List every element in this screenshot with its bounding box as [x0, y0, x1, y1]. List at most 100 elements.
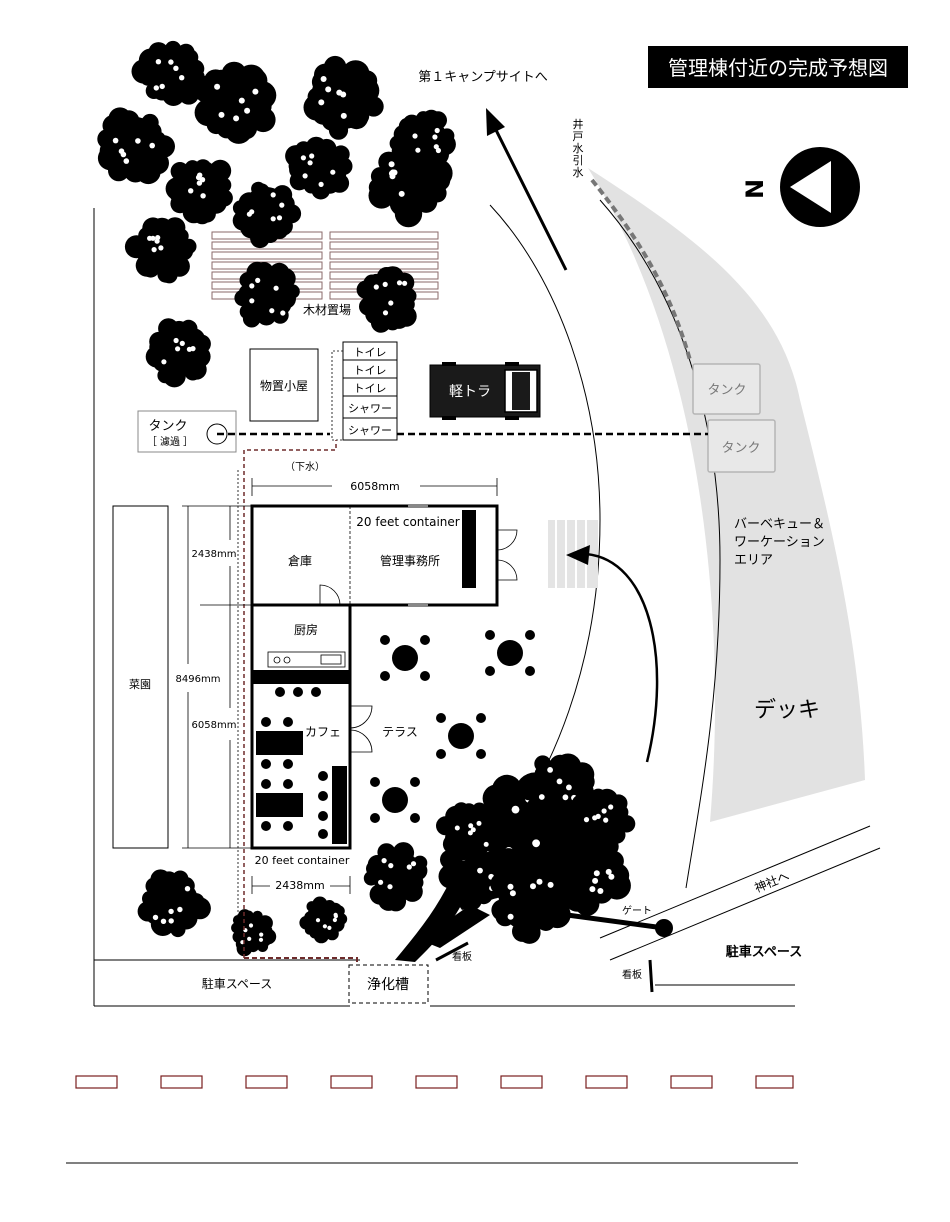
camp-site-label: 第１キャンプサイトへ — [418, 70, 548, 85]
entrance-arrow-icon — [566, 545, 590, 565]
sewage-label: （下水） — [285, 461, 325, 473]
toilet-shower-block — [342, 341, 398, 441]
parking-right-label: 駐車スペース — [726, 944, 802, 960]
trees — [97, 40, 456, 957]
terrace-table — [380, 635, 430, 681]
terrace-chair — [410, 813, 420, 823]
cafe-chairs — [261, 717, 328, 839]
parking-bumper — [670, 1075, 713, 1089]
container-office — [250, 504, 499, 607]
well-char-4: 引 — [573, 153, 584, 167]
warehouse-label: 倉庫 — [288, 553, 312, 568]
terrace-chair — [420, 635, 430, 645]
title-box — [648, 46, 908, 88]
parking-bumper — [330, 1075, 373, 1089]
tree-icon — [232, 181, 302, 249]
dim-container-length-top: 6058mm — [350, 480, 399, 493]
terrace-chair — [476, 749, 486, 759]
kitchen-counter — [267, 651, 346, 668]
tree-icon — [566, 788, 636, 853]
tree-icon — [436, 802, 505, 861]
tree-icon — [234, 261, 300, 328]
terrace-chair — [410, 777, 420, 787]
shrine-road-line-2 — [609, 847, 881, 961]
cafe-table-1 — [256, 731, 303, 755]
dim-total-length: 8496mm — [176, 674, 221, 685]
well-char-1: 井 — [573, 117, 584, 131]
tank-1 — [692, 363, 761, 415]
shrine-road-line-1 — [599, 825, 871, 939]
gate-post-icon — [655, 919, 673, 937]
storage-shed — [249, 348, 319, 422]
cafe-counter — [252, 670, 350, 684]
filter-tank-name: タンク — [148, 419, 187, 434]
filter-tank-note: ［ 濾過 ］ — [147, 435, 193, 448]
kei-truck-label: 軽トラ — [449, 384, 491, 400]
container-bottom-label: 20 feet container — [255, 854, 350, 867]
well-char-2: 戸 — [573, 130, 584, 143]
parking-bumper — [585, 1075, 628, 1089]
terrace-table — [370, 777, 420, 823]
dimension-lines — [182, 478, 498, 894]
toilet-3-label: トイレ — [354, 382, 387, 395]
bbq-line-3: エリア — [734, 553, 773, 568]
sewage-line — [243, 440, 337, 958]
office-double-door — [496, 529, 518, 581]
tree-icon — [363, 842, 428, 912]
dim-container-width-bottom: 2438mm — [275, 879, 324, 892]
deck-label: デッキ — [754, 698, 820, 723]
tree-icon — [490, 861, 572, 944]
tree-icon — [389, 109, 456, 173]
parking-bumper — [245, 1075, 288, 1089]
tree-icon — [124, 217, 197, 284]
terrace-chair — [525, 666, 535, 676]
parking-bumper — [500, 1075, 543, 1089]
terrace-chair — [485, 630, 495, 640]
parking-bumper — [75, 1075, 118, 1089]
tree-icon — [356, 266, 417, 333]
well-char-5: 水 — [573, 166, 584, 179]
shower-2-label: シャワー — [348, 424, 392, 437]
tree-icon — [165, 159, 233, 225]
tree-icon — [97, 107, 175, 185]
bbq-line-1: バーベキュー＆ — [734, 517, 825, 532]
toilet-1-label: トイレ — [354, 346, 387, 359]
terrace-chair — [525, 630, 535, 640]
vegetable-garden — [112, 505, 169, 849]
tree-icon — [145, 318, 211, 388]
terrace-chair — [476, 713, 486, 723]
warehouse-door — [319, 584, 341, 606]
camp-arrow-icon — [486, 108, 505, 136]
terrace-table — [436, 713, 486, 759]
well-water-line — [590, 178, 692, 361]
tree-icon — [299, 896, 348, 944]
cafe-double-door — [349, 705, 373, 753]
terrace-chair — [436, 713, 446, 723]
tank-2-label: タンク — [721, 441, 760, 456]
terrace-chair — [380, 671, 390, 681]
terrace-tables — [370, 630, 535, 823]
terrace-chair — [485, 666, 495, 676]
shower-1-label: シャワー — [348, 402, 392, 415]
gate-label: ゲート — [622, 905, 652, 917]
dim-container-length-side: 6058mm — [192, 720, 237, 731]
kitchen-label: 厨房 — [294, 622, 318, 637]
tree-icon — [137, 869, 211, 938]
signboard-left-label: 看板 — [452, 950, 472, 963]
tree-icon — [231, 909, 277, 957]
toilet-drain-line — [331, 350, 343, 441]
toilet-2-label: トイレ — [354, 364, 387, 377]
kitchen-sink — [320, 654, 342, 665]
vegetable-garden-label: 菜園 — [129, 678, 151, 691]
cafe-bench — [332, 766, 347, 844]
cafe-table-2 — [256, 793, 303, 817]
bbq-line-2: ワーケーション — [734, 535, 825, 550]
compass-letter: N — [741, 179, 769, 199]
dim-container-width-top: 2438mm — [192, 549, 237, 560]
tree-icon — [131, 40, 205, 107]
well-char-3: 水 — [573, 142, 584, 155]
container-top-label: 20 feet container — [356, 515, 460, 529]
terrace-table — [485, 630, 535, 676]
